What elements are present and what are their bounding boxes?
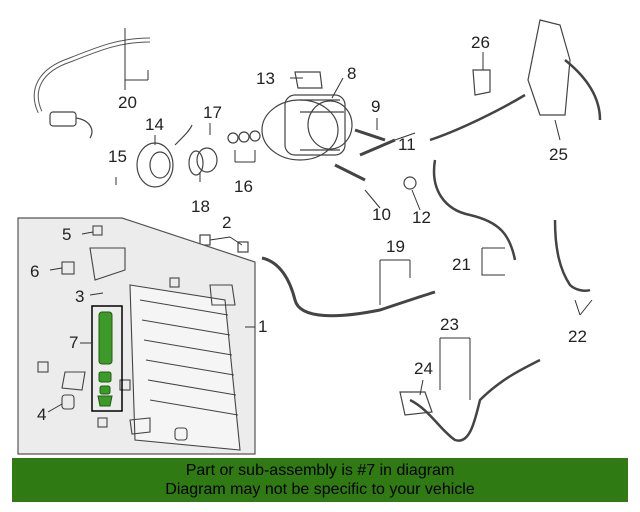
- compressor-8: [261, 94, 353, 161]
- banner-line-1: Part or sub-assembly is #7 in diagram: [185, 462, 455, 479]
- callout-14: 14: [145, 115, 164, 134]
- callout-9: 9: [371, 97, 380, 116]
- callout-16: 16: [234, 177, 253, 196]
- callout-21: 21: [452, 255, 471, 274]
- callout-20: 20: [118, 93, 137, 112]
- callout-25: 25: [549, 145, 568, 164]
- callout-18: 18: [191, 197, 210, 216]
- callout-4: 4: [37, 405, 46, 424]
- callout-19: 19: [386, 237, 405, 256]
- callout-2: 2: [222, 213, 231, 232]
- callout-3: 3: [75, 287, 84, 306]
- callout-11: 11: [398, 135, 416, 154]
- clutch-14: [136, 142, 174, 188]
- callout-10: 10: [372, 205, 391, 224]
- banner-line-2: Diagram may not be specific to your vehi…: [165, 481, 475, 498]
- callout-24: 24: [414, 359, 433, 378]
- callout-15: 15: [108, 147, 127, 166]
- callout-6: 6: [30, 262, 39, 281]
- callout-8: 8: [347, 64, 356, 83]
- condenser-1: [129, 284, 241, 451]
- parts-diagram: 1 2 3 4 5 6 7 8 9 10 11 12 13 14 15 16 1…: [17, 19, 602, 455]
- notice-banner: Part or sub-assembly is #7 in diagram Di…: [12, 458, 628, 502]
- callout-13: 13: [256, 69, 275, 88]
- callout-26: 26: [471, 33, 490, 52]
- callout-7: 7: [69, 333, 78, 352]
- callout-22: 22: [568, 327, 587, 346]
- callout-23: 23: [440, 315, 459, 334]
- callout-1: 1: [258, 317, 267, 336]
- evaporator-25: [527, 19, 571, 116]
- callout-12: 12: [412, 208, 431, 227]
- part-7-highlight: [91, 305, 123, 412]
- callout-17: 17: [203, 103, 222, 122]
- callout-5: 5: [62, 225, 71, 244]
